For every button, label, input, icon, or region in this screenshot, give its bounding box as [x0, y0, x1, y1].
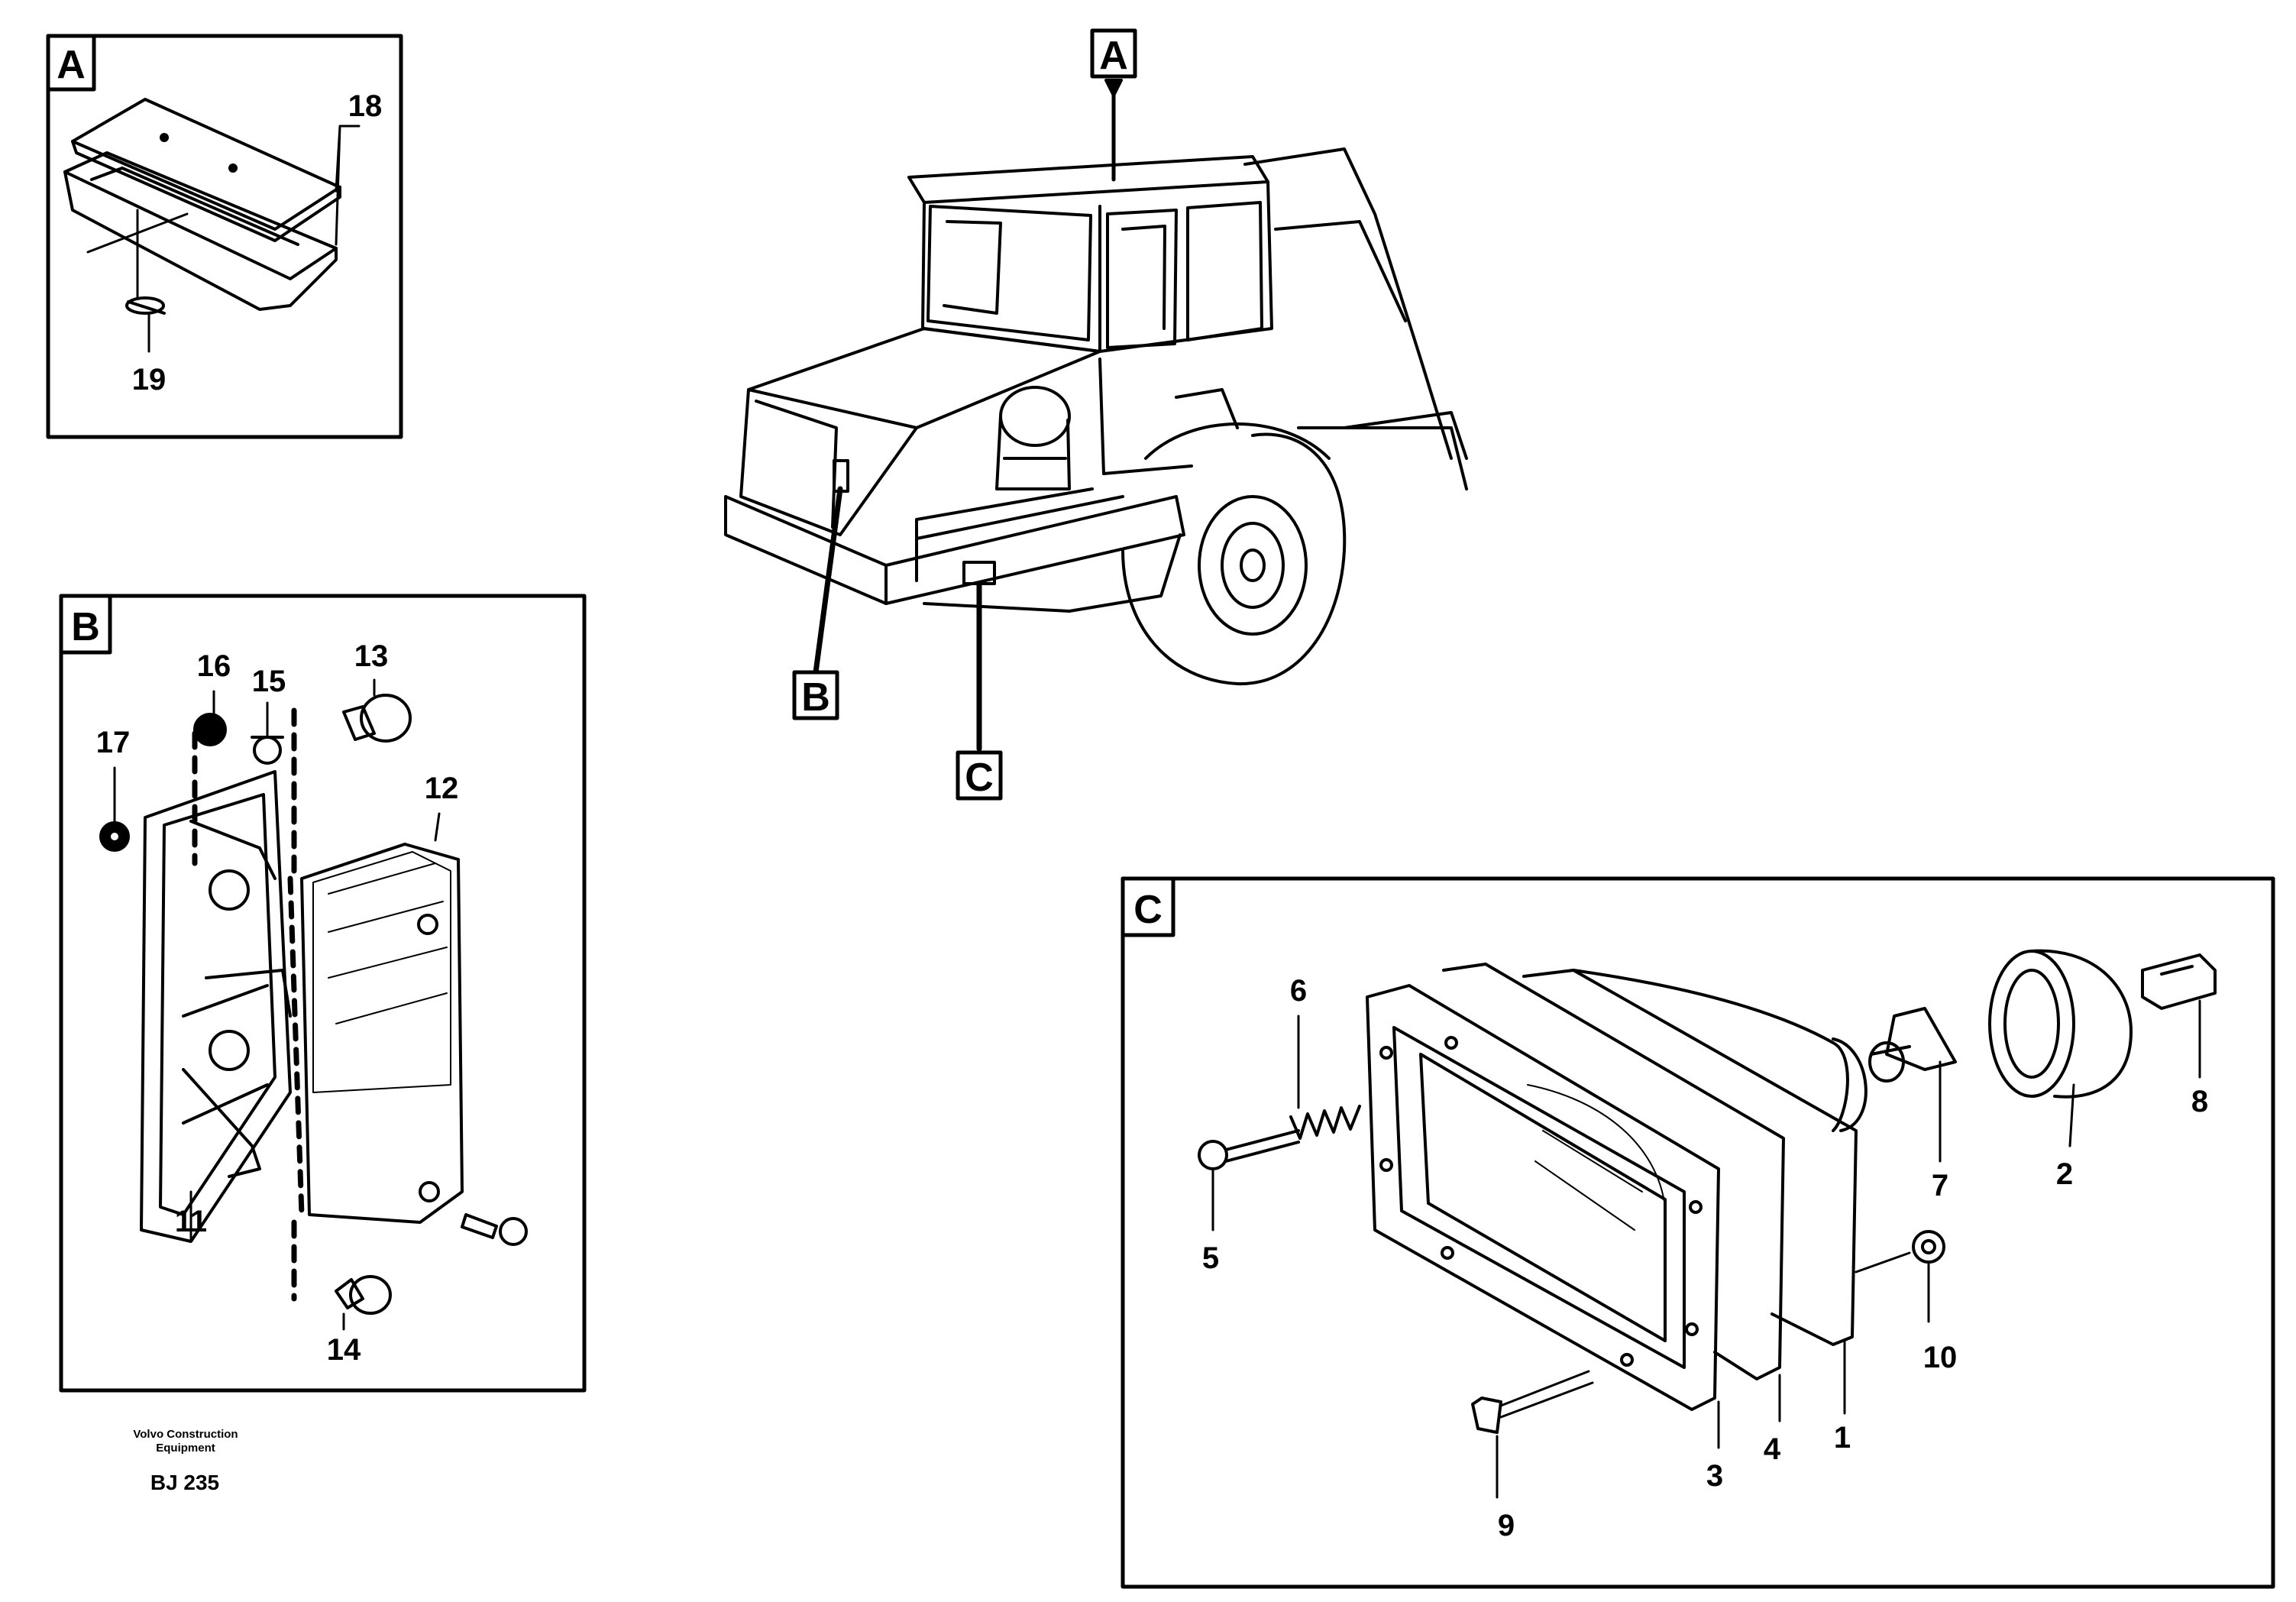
- panel-a-frame: [46, 34, 403, 439]
- part-label-1: 1: [1834, 1421, 1851, 1455]
- spring: [1289, 1105, 1361, 1140]
- part-label-4: 4: [1764, 1432, 1781, 1466]
- nut-16: [193, 713, 227, 746]
- dust-cap: [1988, 949, 2133, 1099]
- bulb-13: [342, 694, 412, 743]
- mounting-screw: [1471, 1370, 1594, 1434]
- headlamp-bulb: [1868, 1007, 1957, 1083]
- part-label-10: 10: [1923, 1341, 1958, 1374]
- panel-c: C: [1121, 876, 2275, 1589]
- panel-a-tag-box: [46, 34, 96, 92]
- nut-17: [99, 821, 130, 852]
- panel-b-frame: [59, 594, 587, 1393]
- headlamp-gasket: [1442, 963, 1785, 1380]
- part-label-8: 8: [2191, 1085, 2208, 1118]
- connector: [2141, 953, 2217, 1010]
- panel-b-tag-box: [59, 594, 112, 655]
- screw-15: [251, 736, 284, 765]
- part-label-17: 17: [96, 726, 131, 759]
- part-label-7: 7: [1932, 1169, 1948, 1202]
- panel-c-tag: C: [1133, 888, 1163, 932]
- lamp-base-housing: [140, 770, 292, 1243]
- headlamp-unit: [1522, 969, 1858, 1346]
- part-label-9: 9: [1498, 1509, 1515, 1542]
- part-label-12: 12: [425, 772, 459, 805]
- panel-c-tag-box: [1121, 876, 1175, 937]
- part-label-2: 2: [2056, 1157, 2073, 1191]
- bulb-14: [335, 1275, 392, 1315]
- part-label-3: 3: [1706, 1459, 1723, 1493]
- part-label-19: 19: [132, 363, 167, 396]
- adjusting-screw: [1198, 1129, 1300, 1170]
- svg-text:C: C: [965, 756, 994, 800]
- part-label-14: 14: [327, 1333, 361, 1367]
- callout-a-main: A: [1090, 28, 1137, 79]
- footer-code: BJ 235: [150, 1471, 219, 1494]
- svg-text:B: B: [801, 675, 830, 720]
- part-label-15: 15: [252, 665, 286, 698]
- headlamp-frame: [1366, 984, 1720, 1411]
- panel-c-frame: [1121, 876, 2275, 1589]
- part-label-11: 11: [175, 1205, 207, 1238]
- footer: Volvo Construction Equipment BJ 235: [133, 1428, 238, 1494]
- footer-company-line1: Volvo Construction: [133, 1428, 238, 1441]
- articulated-hauler-illustration: [724, 79, 1468, 752]
- panel-a: A 18 19: [46, 34, 403, 439]
- nut: [1912, 1230, 1945, 1264]
- panel-b-tag: B: [71, 605, 100, 649]
- tail-lamp-lens: [300, 843, 464, 1224]
- footer-company-line2: Equipment: [156, 1442, 215, 1455]
- svg-text:A: A: [1099, 34, 1128, 78]
- part-label-18: 18: [348, 89, 383, 123]
- part-label-5: 5: [1202, 1241, 1219, 1275]
- lens-screw: [461, 1213, 528, 1246]
- part-label-6: 6: [1290, 974, 1307, 1008]
- part-label-13: 13: [354, 639, 389, 673]
- panel-b: B: [59, 594, 587, 1393]
- callout-b-main: B: [792, 670, 839, 720]
- part-label-16: 16: [197, 649, 231, 683]
- panel-a-tag: A: [57, 43, 86, 87]
- callout-c-main: C: [956, 750, 1003, 801]
